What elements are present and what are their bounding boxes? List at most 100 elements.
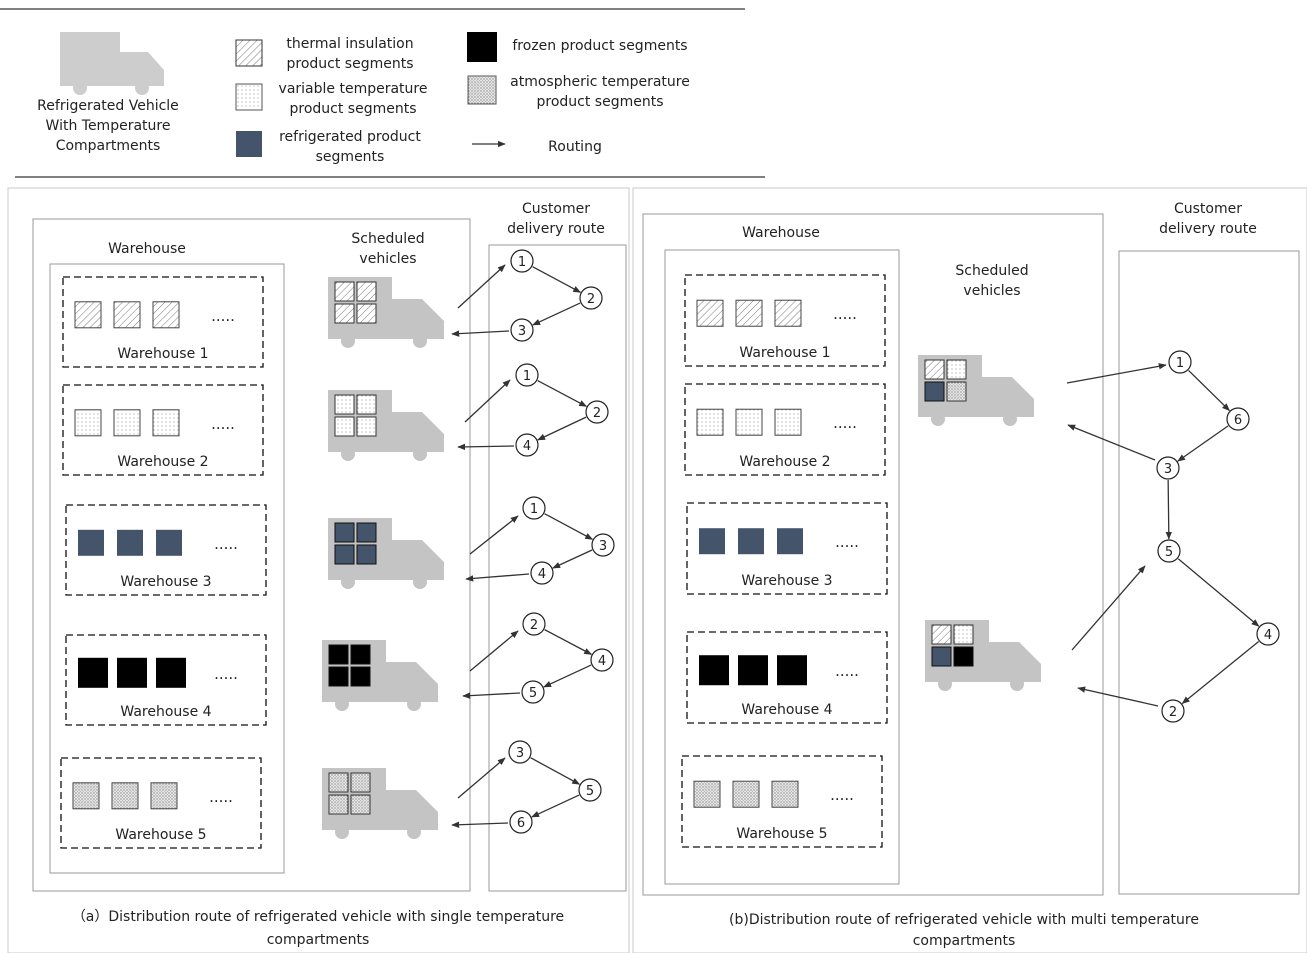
route-arrow: [1067, 424, 1156, 461]
product-segment: [117, 529, 143, 556]
product-segment: [156, 657, 186, 688]
product-segment: [696, 299, 724, 327]
route-arrow: [457, 443, 515, 451]
route-arrow: [544, 629, 593, 655]
warehouse-ellipsis: .....: [209, 788, 233, 806]
refrigerated-truck-icon: [322, 768, 438, 839]
product-segment: [152, 301, 180, 329]
legend-thermal-swatch: [235, 39, 263, 67]
route-node: 3: [508, 740, 532, 764]
warehouse-ellipsis: .....: [830, 786, 854, 804]
product-segment: [738, 528, 764, 555]
panel-b-customer-block: [1118, 250, 1300, 895]
truck-compartment: [334, 281, 355, 302]
route-node: 5: [521, 680, 545, 704]
route-arrow: [530, 757, 581, 785]
warehouse-ellipsis: .....: [211, 415, 235, 433]
route-arrow: [532, 302, 581, 326]
truck-compartment: [356, 394, 377, 415]
warehouse-dashed-box: [60, 757, 262, 849]
refrigerated-truck-icon: [328, 277, 444, 348]
warehouse-4: .....Warehouse 4: [65, 634, 267, 726]
panel-b-warehouse-list: .....Warehouse 1.....Warehouse 2.....War…: [681, 274, 888, 848]
truck-compartment: [350, 772, 371, 793]
route-node: 4: [515, 433, 539, 457]
route-arrow: [1165, 479, 1172, 540]
route-node-label: 6: [1234, 413, 1242, 428]
route-arrow: [451, 821, 509, 828]
product-segment: [738, 655, 768, 686]
warehouse-2: .....Warehouse 2: [684, 383, 886, 476]
warehouse-dashed-box: [62, 276, 264, 368]
panel-a-warehouse-inner: [49, 263, 285, 874]
warehouse-label: Warehouse 5: [115, 827, 206, 843]
product-segment: [74, 409, 102, 437]
route-node-label: 3: [599, 539, 607, 554]
warehouse-label: Warehouse 5: [736, 826, 827, 842]
product-segment: [152, 409, 180, 437]
panel-a-frame: [7, 187, 630, 953]
route-node: 1: [515, 363, 539, 387]
route-node-label: 4: [523, 439, 531, 454]
panel-b-caption: (b)Distribution route of refrigerated ve…: [729, 912, 1199, 949]
legend-vehicle-icon: [60, 32, 164, 95]
route-node: 1: [510, 249, 534, 273]
route-arrow: [464, 379, 511, 423]
product-segment: [693, 780, 721, 808]
warehouse-2: .....Warehouse 2: [62, 384, 264, 476]
route-1: 123: [451, 249, 603, 342]
warehouse-label: Warehouse 2: [739, 454, 830, 470]
route-arrow: [537, 416, 587, 441]
product-segment: [696, 408, 724, 436]
warehouse-label: Warehouse 3: [120, 574, 211, 590]
warehouse-ellipsis: .....: [214, 665, 238, 683]
product-segment: [735, 299, 763, 327]
route-arrow: [537, 380, 588, 407]
route-arrow: [1188, 369, 1231, 412]
warehouse-ellipsis: .....: [214, 535, 238, 553]
truck-compartment: [334, 303, 355, 324]
truck-compartment: [334, 416, 355, 437]
route-arrow: [531, 794, 580, 818]
route-arrow: [451, 330, 510, 337]
product-segment: [777, 528, 803, 555]
product-segment: [78, 657, 108, 688]
warehouse-ellipsis: .....: [833, 305, 857, 323]
route-node: 5: [1157, 539, 1181, 563]
truck-compartment: [356, 416, 377, 437]
warehouse-label: Warehouse 4: [741, 702, 832, 718]
warehouse-3: ..... Warehouse 3: [65, 504, 267, 596]
refrigerated-truck-icon: [322, 640, 438, 711]
warehouse-label: Warehouse 3: [741, 573, 832, 589]
route-node: 2: [1161, 699, 1185, 723]
route-node-label: 6: [517, 816, 525, 831]
refrigerated-truck-icon: [328, 390, 444, 461]
truck-compartment: [328, 794, 349, 815]
truck-compartment: [931, 646, 952, 667]
route-node-label: 2: [593, 406, 601, 421]
truck-compartment: [946, 359, 967, 380]
route-node-label: 3: [516, 746, 524, 761]
truck-compartment: [356, 522, 377, 543]
route-arrow: [552, 549, 593, 569]
route-node-label: 2: [1169, 705, 1177, 720]
route-node-label: 4: [538, 567, 546, 582]
route-arrow: [457, 264, 506, 309]
warehouse-1: ..... Warehouse 1: [684, 274, 886, 367]
route-node-label: 1: [530, 502, 538, 517]
product-segment: [113, 301, 141, 329]
warehouse-dashed-box: [65, 504, 267, 596]
truck-compartment: [328, 666, 349, 687]
route-node: 2: [585, 400, 609, 424]
product-segment: [72, 782, 100, 810]
truck-compartment: [350, 666, 371, 687]
route-arrow: [1177, 425, 1229, 462]
warehouse-5: ..... Warehouse 5: [60, 757, 262, 849]
truck-compartment: [350, 794, 371, 815]
warehouse-label: Warehouse 1: [739, 345, 830, 361]
